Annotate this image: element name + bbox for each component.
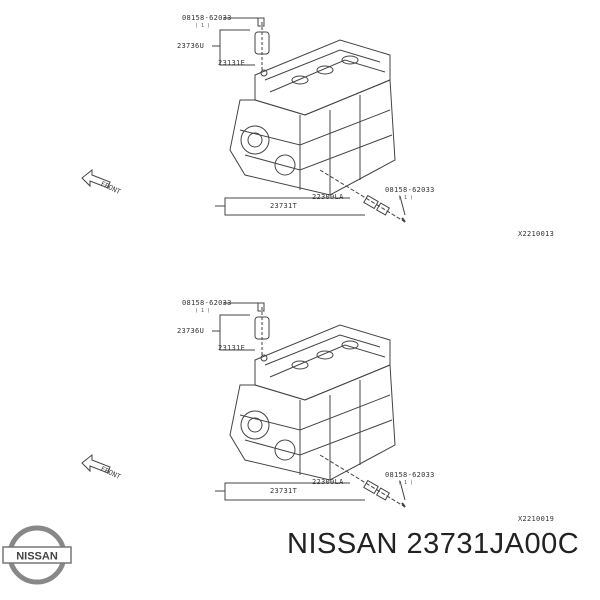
bolt-qty-lower-label: ( 1 )	[398, 195, 414, 201]
cam-sensor-label: 23736U	[177, 42, 205, 50]
bolt-qty-label: ( 1 )	[195, 308, 211, 314]
crank-sensor-label: 23731T	[270, 487, 298, 495]
seal-lower-label: 22300LA	[312, 478, 344, 486]
engine-diagram-bottom: 08158-62033 ( 1 ) 23736U 23131E 23731T 2…	[0, 285, 600, 565]
seal-upper-label: 23131E	[218, 59, 246, 67]
engine-drawing	[81, 17, 406, 223]
product-title: NISSAN 23731JA00C	[287, 528, 580, 560]
cam-sensor-label: 23736U	[177, 327, 205, 335]
bolt-part-label: 08158-62033	[182, 299, 232, 307]
engine-drawing	[81, 302, 406, 508]
seal-lower-label: 22300LA	[312, 193, 344, 201]
bolt-qty-label: ( 1 )	[195, 23, 211, 29]
seal-upper-label: 23131E	[218, 344, 246, 352]
crank-sensor-label: 23731T	[270, 202, 298, 210]
svg-text:NISSAN: NISSAN	[16, 551, 58, 563]
nissan-logo: NISSAN	[2, 525, 72, 585]
engine-diagram-top: 08158-62033 ( 1 ) 23736U 23131E 23731T 2…	[0, 0, 600, 280]
bolt-part-lower-label: 08158-62033	[385, 186, 435, 194]
diagram-code: X2210019	[518, 515, 555, 523]
bolt-qty-lower-label: ( 1 )	[398, 480, 414, 486]
diagram-code: X2210013	[518, 230, 555, 238]
bolt-part-label: 08158-62033	[182, 14, 232, 22]
bolt-part-lower-label: 08158-62033	[385, 471, 435, 479]
